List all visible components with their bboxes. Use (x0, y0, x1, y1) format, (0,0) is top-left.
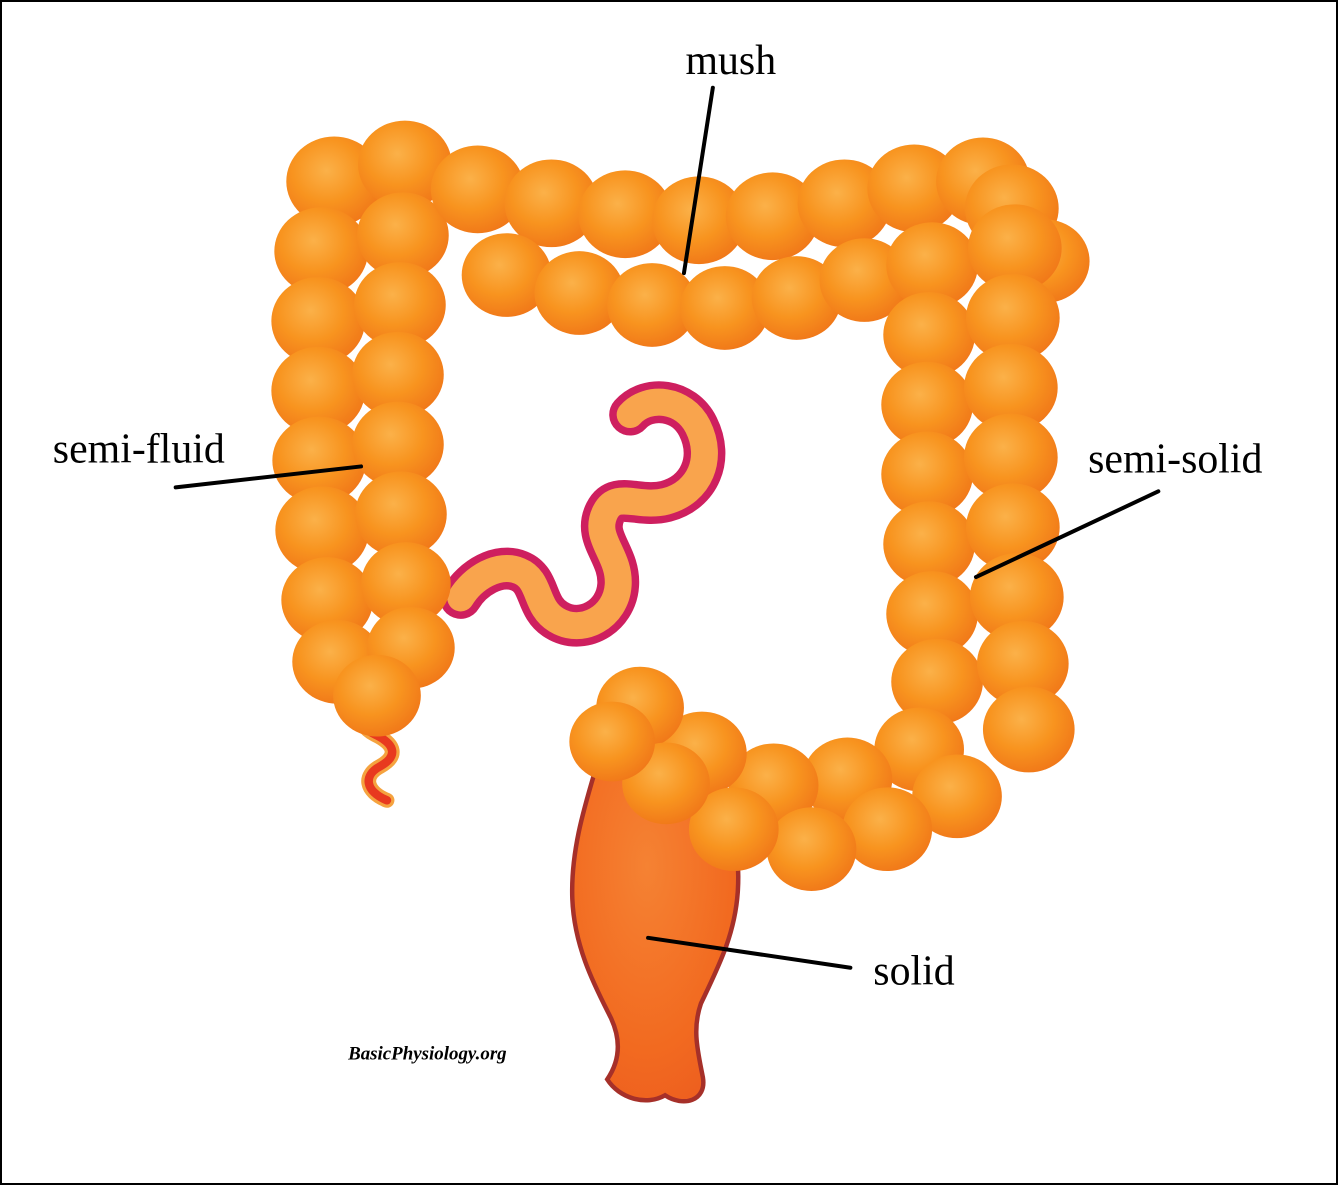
haustrum (281, 557, 374, 643)
mush-leader-line (681, 85, 715, 276)
haustrum (607, 263, 697, 347)
haustrum (766, 807, 857, 891)
watermark: BasicPhysiology.org (347, 1043, 507, 1064)
label-semi-fluid: semi-fluid (53, 426, 225, 472)
label-semi-solid: semi-solid (1088, 436, 1262, 482)
haustrum (352, 401, 444, 488)
haustrum (534, 251, 625, 335)
haustrum (967, 204, 1062, 293)
haustrum (912, 754, 1002, 839)
small-intestine-fill (447, 388, 718, 640)
haustrum (688, 787, 779, 872)
haustrum (272, 416, 367, 505)
haustrum (679, 266, 770, 350)
semi-fluid-leader-line (173, 464, 364, 490)
haustrum (867, 144, 962, 233)
haustrum (286, 136, 382, 227)
haustrum (969, 553, 1064, 641)
solid-leader-line (646, 935, 853, 970)
haustrum (891, 638, 983, 725)
small-intestine (439, 381, 726, 647)
haustrum (357, 192, 449, 279)
haustrum (352, 331, 444, 418)
haustrum (982, 686, 1075, 773)
haustrum (271, 346, 366, 435)
haustrum (964, 343, 1058, 432)
haustrum (881, 431, 973, 518)
haustrum (965, 274, 1060, 362)
haustrum (361, 542, 451, 626)
haustrum (886, 222, 978, 308)
haustrum (725, 172, 820, 261)
semi-solid-leader-line (973, 489, 1161, 580)
haustrum (274, 207, 369, 296)
haustrum (358, 120, 452, 209)
haustrum (964, 413, 1058, 502)
haustrum (883, 292, 975, 378)
haustrum (461, 233, 552, 317)
haustrum (271, 277, 366, 365)
haustrum (842, 787, 933, 872)
haustrum (883, 501, 975, 588)
haustrum (797, 159, 892, 248)
haustrum (275, 486, 370, 575)
haustrum (751, 256, 842, 340)
haustrum (886, 571, 978, 657)
label-mush: mush (685, 38, 776, 84)
haustrum (355, 471, 447, 558)
haustrum (578, 170, 672, 259)
label-solid: solid (873, 949, 954, 995)
annotations: mush semi-fluid semi-solid solid BasicPh… (53, 38, 1263, 1065)
haustrum (976, 620, 1069, 707)
haustrum (569, 701, 656, 782)
large-intestine (271, 120, 1090, 891)
haustrum (354, 262, 446, 348)
haustrum (881, 361, 973, 448)
haustrum (652, 176, 746, 265)
haustrum (504, 159, 599, 248)
haustrum (333, 654, 421, 737)
haustrum (430, 145, 525, 234)
